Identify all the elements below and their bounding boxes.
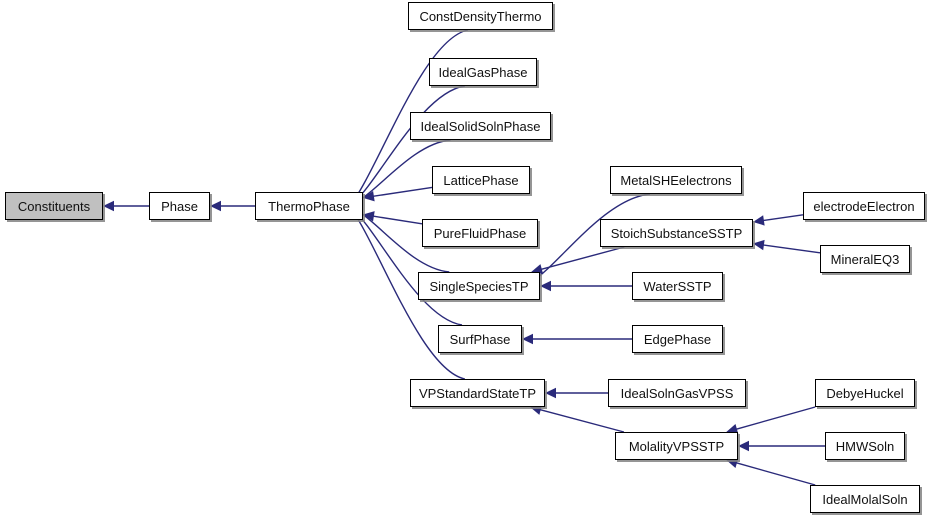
class-node-mineraleq3[interactable]: MineralEQ3 [820,245,910,273]
class-node-label: Phase [161,198,198,214]
class-node-label: LatticePhase [443,172,519,188]
arrow-head [545,387,556,399]
edge-line [735,406,816,430]
edge-line [540,246,625,271]
class-node-label: MineralEQ3 [830,251,900,267]
class-node-label: electrodeElectron [813,198,915,214]
class-node-purefluidphase[interactable]: PureFluidPhase [422,219,538,247]
arrow-head [540,280,551,292]
class-node-electrodeelectron[interactable]: electrodeElectron [803,192,925,220]
class-node-label: IdealSolnGasVPSS [620,385,734,401]
edge-line [762,244,821,254]
arrow-head [363,211,375,222]
class-node-constdensitythermo[interactable]: ConstDensityThermo [408,2,553,30]
class-node-label: PureFluidPhase [433,225,527,241]
class-node-latticephase[interactable]: LatticePhase [432,166,530,194]
class-node-thermophase[interactable]: ThermoPhase [255,192,363,220]
edge-line [762,214,804,222]
class-node-label: SurfPhase [449,331,511,347]
class-node-label: MolalityVPSSTP [628,438,725,454]
arrow-head [103,200,114,212]
class-node-stoichsubstancesstp[interactable]: StoichSubstanceSSTP [600,219,753,247]
class-node-metalsheelectrons[interactable]: MetalSHEelectrons [610,166,742,194]
class-node-idealsolngasvpss[interactable]: IdealSolnGasVPSS [608,379,746,407]
class-node-idealmolalsoln[interactable]: IdealMolalSoln [810,485,920,513]
class-node-label: VPStandardStateTP [418,385,537,401]
class-node-label: IdealGasPhase [438,64,528,80]
class-node-molalityvpsstp[interactable]: MolalityVPSSTP [615,432,738,460]
class-node-label: ConstDensityThermo [419,8,542,24]
arrow-head [753,239,765,251]
class-node-singlespeciestp[interactable]: SingleSpeciesTP [418,272,540,300]
class-node-label: WaterSSTP [643,278,712,294]
arrow-head [210,200,221,212]
edge-line [735,462,816,486]
class-node-label: DebyeHuckel [826,385,904,401]
edge-line [372,186,433,198]
class-node-surfphase[interactable]: SurfPhase [438,325,522,353]
edge-line [372,215,423,225]
class-node-label: IdealSolidSolnPhase [420,118,541,134]
class-node-watersstp[interactable]: WaterSSTP [632,272,723,300]
class-node-constituents[interactable]: Constituents [5,192,103,220]
edge-line [539,408,625,433]
class-node-edgephase[interactable]: EdgePhase [632,325,723,353]
class-node-label: IdealMolalSoln [822,491,908,507]
class-node-phase[interactable]: Phase [149,192,210,220]
class-node-idealgasphase[interactable]: IdealGasPhase [429,58,537,86]
class-node-label: HMWSoln [835,438,895,454]
class-node-label: StoichSubstanceSSTP [610,225,743,241]
class-node-label: MetalSHEelectrons [620,172,732,188]
class-node-vpstandardstatetp[interactable]: VPStandardStateTP [410,379,545,407]
class-node-label: Constituents [17,198,91,214]
arrow-head [363,191,375,202]
class-node-hmwsoln[interactable]: HMWSoln [825,432,905,460]
class-node-label: EdgePhase [643,331,712,347]
class-node-label: ThermoPhase [268,198,350,214]
class-node-debyehuckel[interactable]: DebyeHuckel [815,379,915,407]
arrow-head [738,440,749,452]
arrow-head [522,333,533,345]
class-node-idealsolidsolnphase[interactable]: IdealSolidSolnPhase [410,112,551,140]
class-node-label: SingleSpeciesTP [429,278,529,294]
arrow-head [753,215,765,226]
